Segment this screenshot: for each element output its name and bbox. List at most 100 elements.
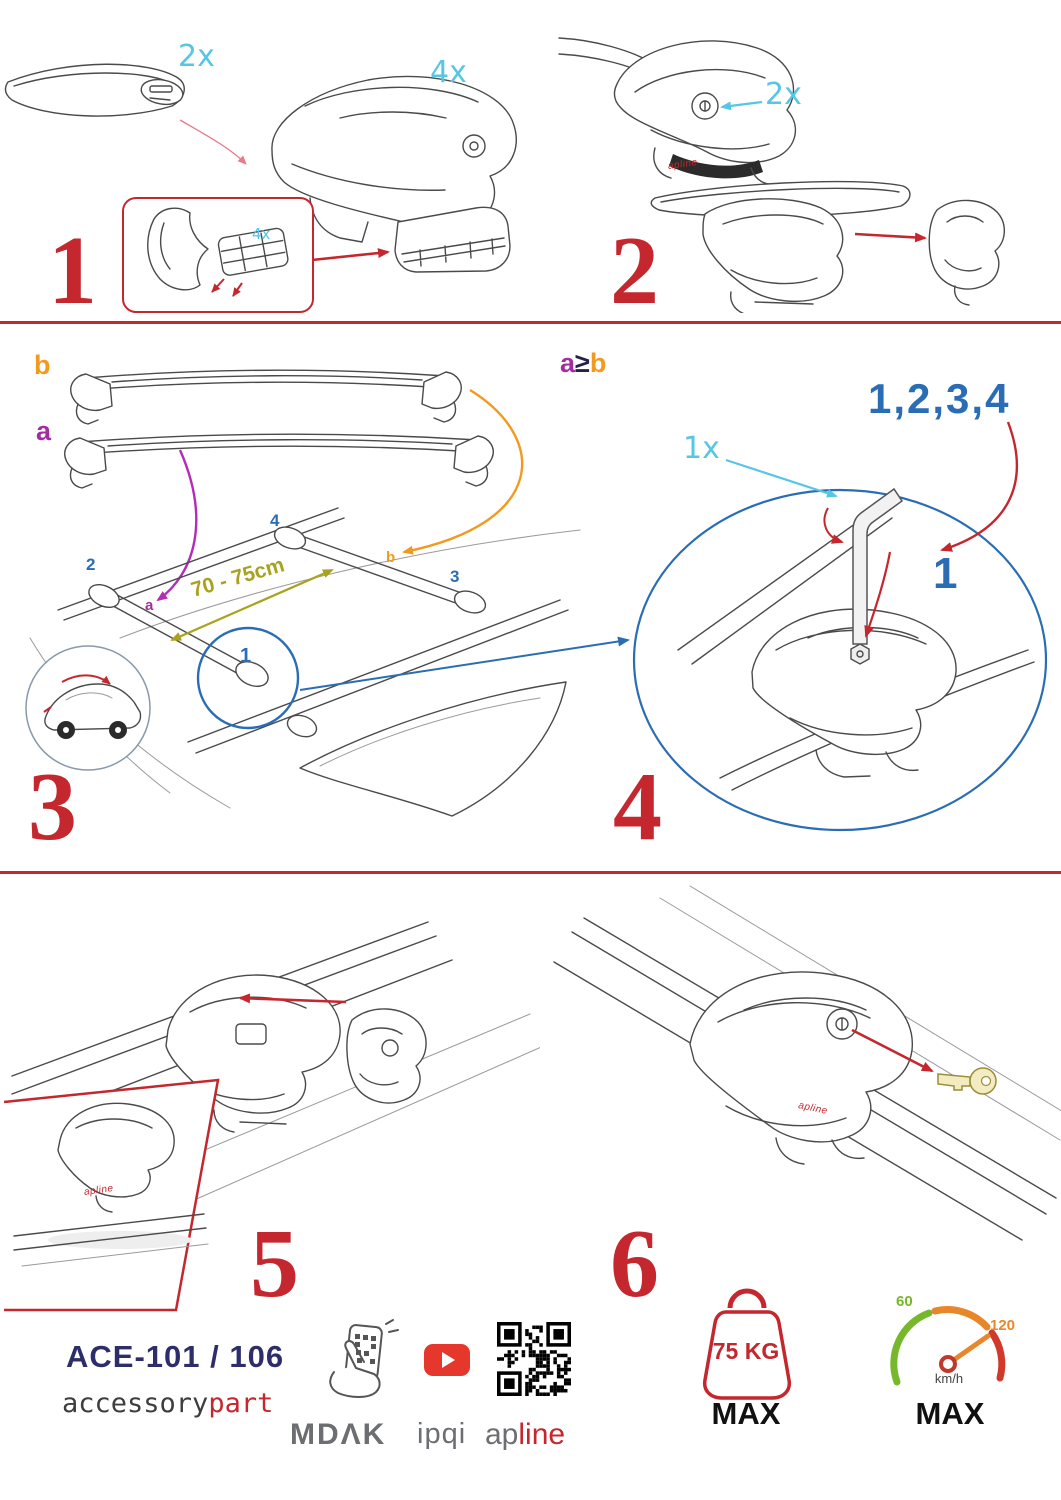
step5-number: 5 xyxy=(250,1210,299,1318)
apline-ap: ap xyxy=(485,1418,519,1451)
apline-wordmark: apline xyxy=(485,1420,565,1450)
tool-qty-label: 1x xyxy=(683,431,720,466)
step5-drawing xyxy=(3,921,540,1312)
youtube-icon xyxy=(424,1344,470,1376)
step5-inset xyxy=(3,1078,220,1312)
step6-number: 6 xyxy=(610,1210,659,1318)
tool-qty-arrow xyxy=(725,458,838,498)
cover-piece xyxy=(346,1008,427,1104)
foot-2 xyxy=(88,583,120,609)
play-icon xyxy=(442,1352,455,1368)
foot3-number: 3 xyxy=(450,567,460,586)
car-roof-top-view xyxy=(29,507,630,817)
lock-cylinder xyxy=(462,134,486,158)
step3-drawing xyxy=(25,369,630,817)
step3-number: 3 xyxy=(28,753,77,861)
brand-accessory: accessory xyxy=(62,1388,209,1419)
bar-a-position-arrow xyxy=(156,449,198,602)
qr-code xyxy=(497,1322,571,1396)
fixing-bolt xyxy=(850,643,870,665)
spare-foot xyxy=(286,714,318,738)
bar-with-endcap-drawing xyxy=(650,180,1005,313)
end-cover xyxy=(928,199,1005,290)
insert-pad-arrow xyxy=(311,248,390,262)
windshield xyxy=(299,681,567,817)
mount-direction-arrow xyxy=(61,674,111,685)
bar-b-position-arrow xyxy=(402,388,524,555)
step6-drawing xyxy=(553,885,1061,1241)
model-number: ACE-101 / 106 xyxy=(66,1339,285,1374)
bar-b-label: b xyxy=(34,350,51,380)
rule-b: b xyxy=(589,348,607,378)
speed-max-label: MAX xyxy=(915,1396,985,1431)
foot-with-lock-drawing xyxy=(558,37,797,186)
tighten-arrow xyxy=(864,551,892,638)
bar-a-label: a xyxy=(36,416,52,446)
bar-qty-label: 2x xyxy=(178,39,215,74)
clamp-claw xyxy=(147,207,209,291)
foot-qty-label: 4x xyxy=(430,55,467,90)
speed-high-label: 120 xyxy=(990,1317,1016,1334)
tighten-sequence-label: 1,2,3,4 xyxy=(868,375,1011,422)
detail-circle xyxy=(196,626,300,730)
crossbar-drawing xyxy=(4,63,247,165)
bar-a-front-view xyxy=(64,433,494,489)
speed-unit-label: km/h xyxy=(934,1371,964,1386)
section-divider-2 xyxy=(0,871,1061,874)
speedometer-icon xyxy=(890,1306,1006,1386)
step1-drawing xyxy=(4,63,517,273)
bar-b-front-view xyxy=(70,369,462,425)
foot2-number: 2 xyxy=(86,555,96,574)
apline-line: line xyxy=(518,1418,566,1451)
point-b-label: b xyxy=(386,549,396,566)
pad-qty-label: 4x xyxy=(252,225,271,243)
foot-tightening-detail xyxy=(677,458,1035,791)
foot-4 xyxy=(273,526,307,550)
scan-phone-icon xyxy=(329,1319,399,1398)
foot-3 xyxy=(453,590,487,614)
step4-drawing xyxy=(632,421,1048,832)
key-arrow xyxy=(851,1028,934,1073)
car-body xyxy=(44,683,142,731)
step4-number: 4 xyxy=(613,753,662,861)
lock-qty-arrow xyxy=(720,100,763,111)
rubber-pad-base xyxy=(394,206,511,273)
max-weight-value: 75 KG xyxy=(712,1338,780,1364)
mdak-wordmark: MDΛK xyxy=(290,1418,387,1451)
rule-a: a xyxy=(560,348,576,378)
sequence-arrow xyxy=(940,421,1018,552)
foot-1 xyxy=(235,661,269,687)
pad-detail-drawing xyxy=(147,207,289,297)
point-a-label: a xyxy=(145,597,154,614)
step2-drawing xyxy=(558,37,1005,313)
car-side-inset xyxy=(25,645,151,771)
span-arrow xyxy=(170,568,334,642)
allen-key xyxy=(852,487,904,645)
foot-locking-detail xyxy=(689,971,997,1165)
max-weight-icon xyxy=(702,1288,792,1400)
rule-label: a≥b xyxy=(560,350,606,377)
speed-low-label: 60 xyxy=(896,1293,913,1310)
weight-max-label: MAX xyxy=(711,1396,781,1431)
brand-wordmark: accessorypart xyxy=(62,1390,273,1417)
step1-inset-box: 4x xyxy=(122,197,314,313)
slide-cover-arrow xyxy=(238,993,347,1004)
section-divider-1 xyxy=(0,321,1061,324)
ipqi-wordmark: ipqi xyxy=(417,1418,467,1450)
rotate-arrow xyxy=(823,507,844,544)
foot1-number: 1 xyxy=(240,645,252,667)
first-position-label: 1 xyxy=(933,549,960,598)
rubber-pad xyxy=(217,227,289,276)
rule-gte: ≥ xyxy=(575,348,590,378)
lock-qty-label: 2x xyxy=(765,77,802,112)
foot-drawing xyxy=(271,75,517,273)
rear-crossbar xyxy=(289,533,471,607)
step1-number: 1 xyxy=(48,217,97,325)
foot-cover-assembly xyxy=(165,974,427,1133)
zoom-link-arrow xyxy=(299,636,630,691)
key xyxy=(937,1067,997,1095)
foot4-number: 4 xyxy=(270,511,280,530)
step2-number: 2 xyxy=(610,217,659,325)
attach-cover-arrow xyxy=(854,232,927,243)
